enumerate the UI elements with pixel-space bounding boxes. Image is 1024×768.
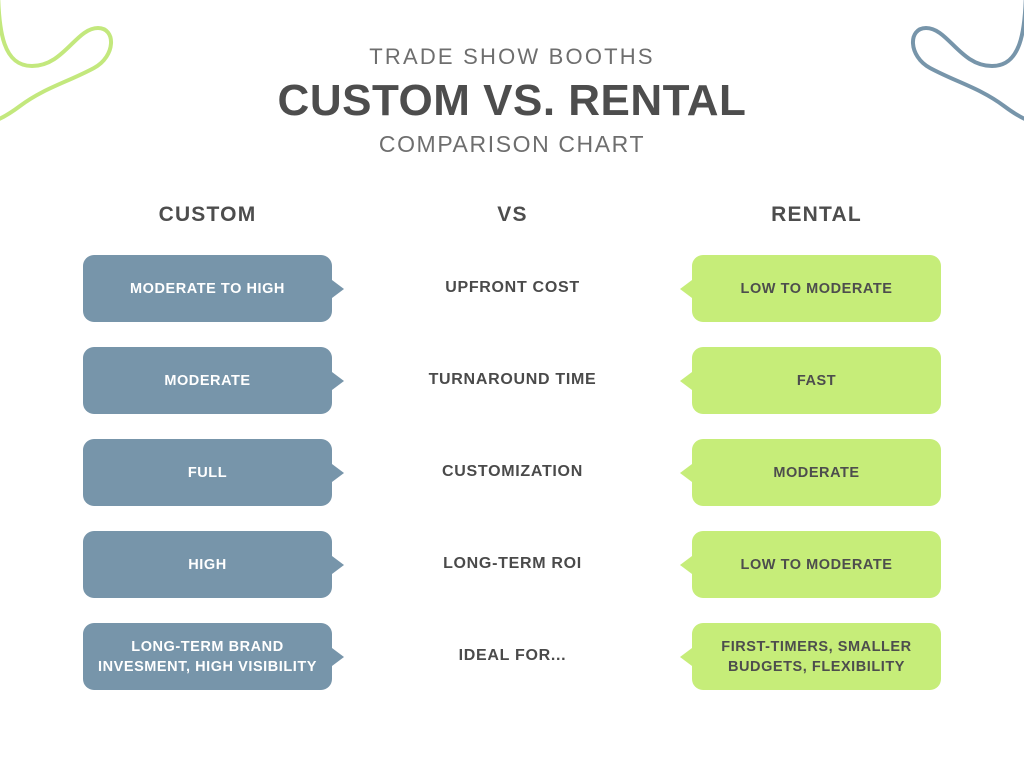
comparison-row: LONG-TERM BRAND INVESMENT, HIGH VISIBILI…: [0, 623, 1024, 690]
criterion-label: TURNAROUND TIME: [428, 371, 597, 389]
header-eyebrow: TRADE SHOW BOOTHS: [369, 44, 655, 69]
page-header: TRADE SHOW BOOTHS CUSTOM VS. RENTAL COMP…: [0, 44, 1024, 159]
comparison-row: FULL CUSTOMIZATION MODERATE: [0, 439, 1024, 506]
custom-value-box: MODERATE TO HIGH: [83, 255, 332, 322]
criterion-label: CUSTOMIZATION: [442, 463, 583, 481]
column-header-custom: CUSTOM: [158, 203, 257, 226]
custom-value-box: LONG-TERM BRAND INVESMENT, HIGH VISIBILI…: [83, 623, 332, 690]
comparison-rows: MODERATE TO HIGH UPFRONT COST LOW TO MOD…: [0, 255, 1024, 715]
column-header-rental: RENTAL: [771, 203, 862, 226]
column-headers: CUSTOM VS RENTAL: [0, 203, 1024, 233]
criterion-label: LONG-TERM ROI: [443, 555, 582, 573]
page-title: CUSTOM VS. RENTAL: [277, 76, 747, 126]
custom-value-box: MODERATE: [83, 347, 332, 414]
custom-value-box: FULL: [83, 439, 332, 506]
comparison-row: MODERATE TO HIGH UPFRONT COST LOW TO MOD…: [0, 255, 1024, 322]
criterion-label: UPFRONT COST: [445, 279, 580, 297]
criterion-label: IDEAL FOR...: [458, 647, 567, 665]
rental-value-box: LOW TO MODERATE: [692, 531, 941, 598]
comparison-row: MODERATE TURNAROUND TIME FAST: [0, 347, 1024, 414]
rental-value-box: LOW TO MODERATE: [692, 255, 941, 322]
rental-value-box: FAST: [692, 347, 941, 414]
header-subtitle: COMPARISON CHART: [378, 131, 646, 158]
rental-value-box: FIRST-TIMERS, SMALLER BUDGETS, FLEXIBILI…: [692, 623, 941, 690]
column-header-vs: VS: [497, 203, 528, 226]
comparison-row: HIGH LONG-TERM ROI LOW TO MODERATE: [0, 531, 1024, 598]
custom-value-box: HIGH: [83, 531, 332, 598]
rental-value-box: MODERATE: [692, 439, 941, 506]
